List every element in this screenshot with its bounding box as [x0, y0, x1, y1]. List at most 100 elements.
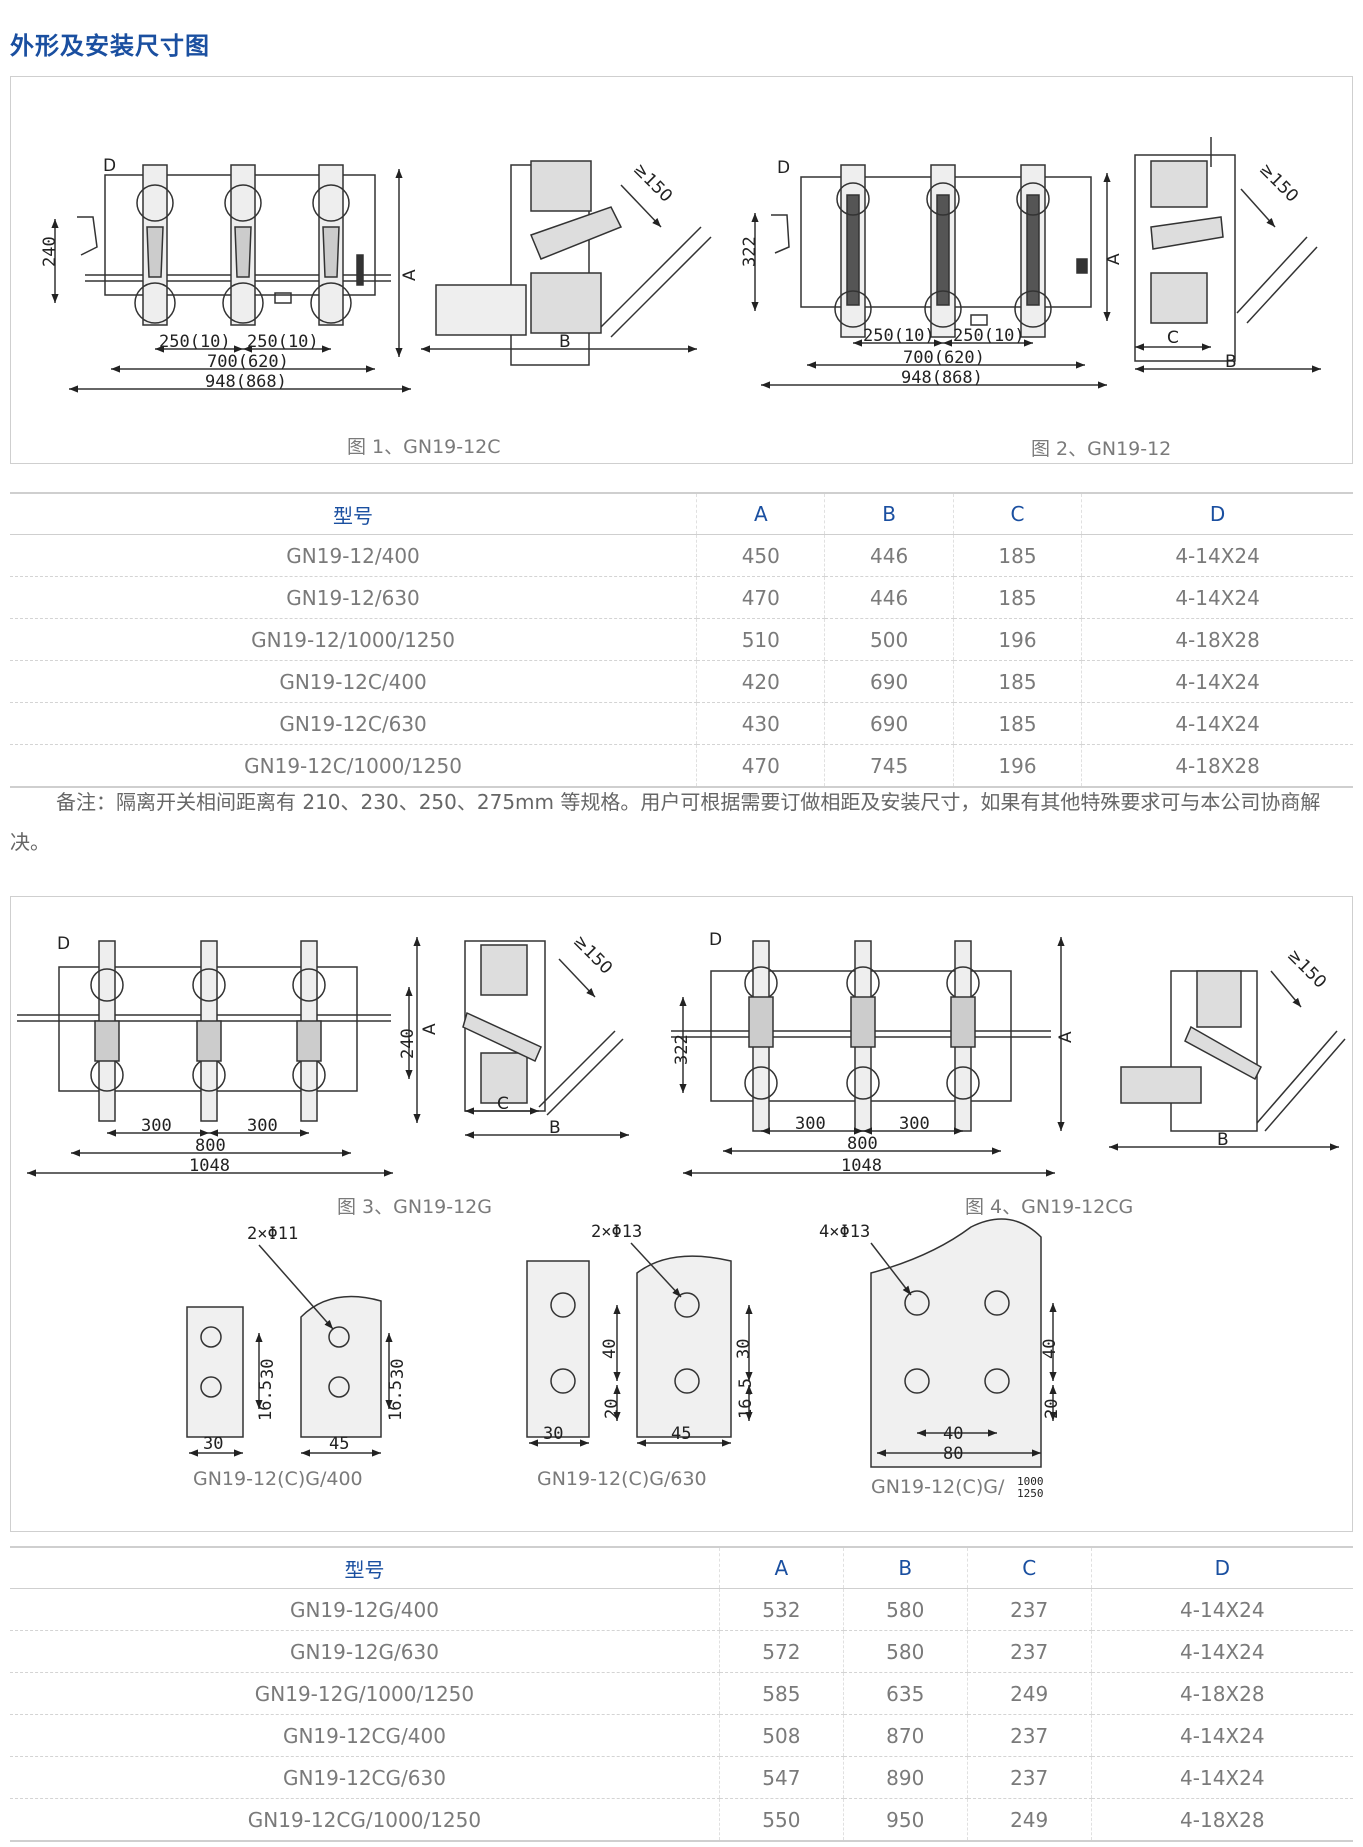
col-header: C — [966, 1546, 1092, 1589]
table-cell: 185 — [952, 534, 1082, 577]
hole630-caption: GN19-12(C)G/630 — [537, 1468, 707, 1490]
hole400-dim-w30: 30 — [203, 1434, 223, 1454]
table-cell: 4-14X24 — [1081, 660, 1353, 703]
fig3-dim-300-2: 300 — [247, 1116, 278, 1136]
fig4-dim-322: 322 — [672, 1034, 692, 1065]
hole630-dim-w45: 45 — [671, 1424, 691, 1444]
table-cell: GN19-12/400 — [10, 534, 697, 577]
table-cell: 4-18X28 — [1090, 1798, 1353, 1842]
table-cell: 470 — [696, 576, 825, 619]
hole1000-dim-40: 40 — [1040, 1339, 1060, 1359]
fig2-poles — [834, 164, 1052, 338]
table-cell: 890 — [842, 1756, 968, 1799]
fig3-dim-240: 240 — [398, 1028, 418, 1059]
table-cell: 470 — [696, 744, 825, 788]
hole400-plate-left — [186, 1306, 244, 1438]
table-cell: 585 — [718, 1672, 844, 1715]
fig1-dim-240: 240 — [40, 236, 60, 267]
table-cell: 4-14X24 — [1090, 1756, 1353, 1799]
table-cell: 580 — [842, 1588, 968, 1631]
fig1-dim-pitch-1: 250(10) — [159, 332, 231, 352]
hole630-dim-30: 30 — [734, 1339, 754, 1359]
fig2-dim-overall: 948(868) — [901, 368, 983, 388]
fig1-poles — [134, 164, 352, 326]
bottom-drawings: D A 240 300 300 800 1048 C B ≥150 图 3、GN… — [17, 930, 1346, 1500]
table-cell: 745 — [824, 744, 954, 788]
hole630-plate-left — [526, 1260, 590, 1438]
fig4-dim-1048: 1048 — [841, 1156, 882, 1176]
col-header: 型号 — [10, 1546, 720, 1589]
hole400-dim-30b: 30 — [388, 1359, 408, 1379]
col-header: D — [1090, 1546, 1353, 1589]
fig1-label-d: D — [103, 156, 116, 176]
hole1000-caption-bottom: 1250 — [1017, 1487, 1044, 1500]
fig2-caption: 图 2、GN19-12 — [1031, 438, 1171, 460]
table-cell: 185 — [952, 702, 1082, 745]
fig1-caption: 图 1、GN19-12C — [347, 436, 501, 458]
table-cell: 196 — [952, 744, 1082, 788]
col-header: 型号 — [10, 492, 697, 535]
table-cell: 547 — [718, 1756, 844, 1799]
fig2-label-d: D — [777, 158, 790, 178]
table-cell: 196 — [952, 618, 1082, 661]
hole1000-caption-top: 1000 — [1017, 1475, 1044, 1488]
fig3-label-a: A — [420, 1023, 440, 1035]
fig3-label-d: D — [57, 934, 70, 954]
page-title: 外形及安装尺寸图 — [10, 32, 210, 60]
fig3-label-c: C — [497, 1094, 509, 1114]
table-cell: 4-14X24 — [1081, 534, 1353, 577]
fig3-poles — [90, 940, 326, 1122]
hole630-plate-right — [636, 1255, 732, 1438]
fig4-label-ge150: ≥150 — [1283, 945, 1330, 992]
fig1-dim-mid: 700(620) — [207, 352, 289, 372]
table-cell: GN19-12CG/1000/1250 — [10, 1798, 720, 1842]
hole630-dim-20: 20 — [602, 1399, 622, 1419]
col-header: B — [842, 1546, 968, 1589]
table-cell: 185 — [952, 576, 1082, 619]
hole400-caption: GN19-12(C)G/400 — [193, 1468, 363, 1490]
table-cell: 4-14X24 — [1081, 576, 1353, 619]
remark-note: 备注：隔离开关相间距离有 210、230、250、275mm 等规格。用户可根据… — [10, 790, 1321, 854]
hole1000-dim-w80: 80 — [943, 1444, 963, 1464]
hole400-plate-right — [300, 1295, 382, 1438]
table-cell: 635 — [842, 1672, 968, 1715]
table-cell: GN19-12G/1000/1250 — [10, 1672, 720, 1715]
table-cell: 4-14X24 — [1090, 1714, 1353, 1757]
table-cell: GN19-12CG/630 — [10, 1756, 720, 1799]
hole400-dim-w45: 45 — [329, 1434, 349, 1454]
fig4-dim-800: 800 — [847, 1134, 878, 1154]
table-cell: 508 — [718, 1714, 844, 1757]
table-cell: GN19-12C/1000/1250 — [10, 744, 697, 788]
table-cell: 4-18X28 — [1090, 1672, 1353, 1715]
table-cell: 690 — [824, 702, 954, 745]
fig4-dim-300-2: 300 — [899, 1114, 930, 1134]
hole1000-holes-label: 4×Φ13 — [819, 1222, 870, 1242]
hole400-dim-16b: 16.5 — [386, 1380, 406, 1421]
fig3-caption: 图 3、GN19-12G — [337, 1196, 492, 1218]
col-header: A — [696, 492, 825, 535]
table-cell: GN19-12G/400 — [10, 1588, 720, 1631]
table-cell: GN19-12C/400 — [10, 660, 697, 703]
table-cell: 4-14X24 — [1081, 702, 1353, 745]
table-cell: 580 — [842, 1630, 968, 1673]
fig2-label-b: B — [1225, 352, 1237, 372]
fig2-side-frame — [1134, 154, 1236, 362]
top-drawings: D A 240 250(10) 250(10) 700(620) 948(868… — [40, 137, 1321, 460]
col-header: D — [1081, 492, 1353, 535]
col-header: B — [824, 492, 954, 535]
table-cell: 237 — [966, 1756, 1092, 1799]
table-cell: 870 — [842, 1714, 968, 1757]
fig1-dim-pitch-2: 250(10) — [247, 332, 319, 352]
table-cell: 510 — [696, 618, 825, 661]
fig2-dim-322: 322 — [740, 236, 760, 267]
table-cell: GN19-12CG/400 — [10, 1714, 720, 1757]
hole1000-plate — [870, 1218, 1042, 1468]
fig4-dim-300-1: 300 — [795, 1114, 826, 1134]
fig3-label-ge150: ≥150 — [569, 931, 616, 978]
